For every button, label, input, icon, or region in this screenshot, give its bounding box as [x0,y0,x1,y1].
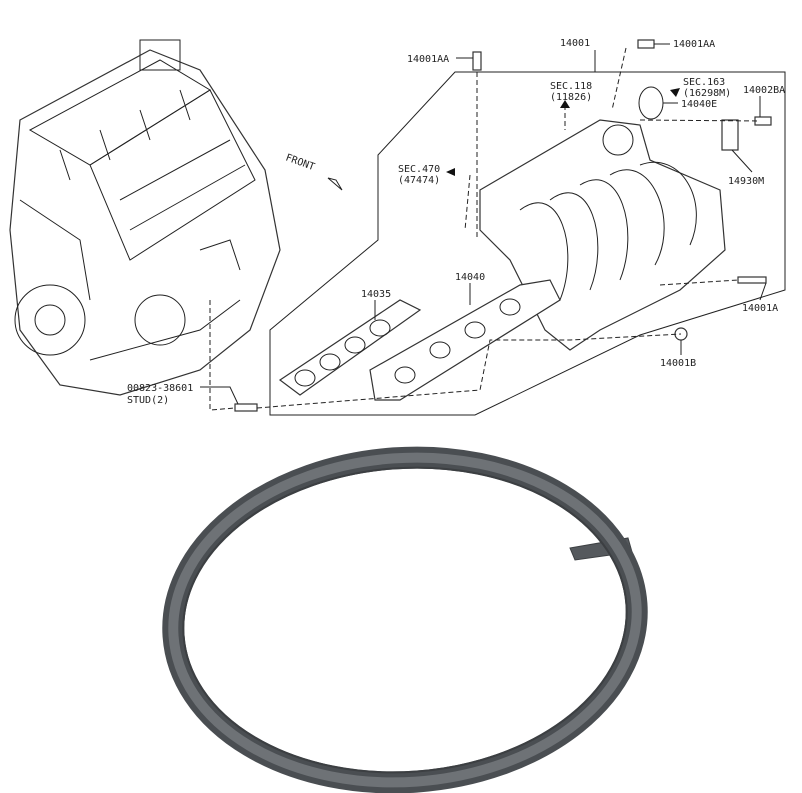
stud [234,403,258,412]
label-14001AA-left: 14001AA [407,54,449,65]
label-14001B: 14001B [660,358,696,369]
arrow-sec163-icon [670,88,680,97]
bolt-14002BA [754,116,772,126]
arrow-sec470-icon [446,168,455,176]
bolt-14001AA-left [472,51,482,71]
gasket-14040E-drawing [638,86,664,120]
bolt-14001AA-right [637,39,655,49]
label-14035: 14035 [361,289,391,300]
label-sec470: SEC.470 [398,164,440,175]
label-14001: 14001 [560,38,590,49]
gasket-14040-drawing [369,279,561,401]
front-arrow-icon [327,177,343,191]
gasket-14035-drawing [278,299,422,396]
bolt-14001A [737,276,767,284]
label-14040: 14040 [455,272,485,283]
label-front: FRONT [284,152,316,173]
label-sec163-ref: (16298M) [683,88,731,99]
arrow-sec118-icon [560,100,570,108]
label-stud-part: 00823-38601 [127,383,193,394]
label-sec118-ref: (11826) [550,92,592,103]
label-stud-desc: STUD(2) [127,395,169,406]
assembly-frame [269,71,786,416]
label-14001A: 14001A [742,303,778,314]
sensor-14930M [721,119,739,151]
engine-block-drawing [9,39,281,396]
label-14930M: 14930M [728,176,764,187]
label-14002BA: 14002BA [743,85,785,96]
label-sec470-ref: (47474) [398,175,440,186]
label-14040E: 14040E [681,99,717,110]
gasket-product-photo [162,446,648,793]
label-14001AA-right: 14001AA [673,39,715,50]
label-sec118: SEC.118 [550,81,592,92]
label-sec163: SEC.163 [683,77,725,88]
